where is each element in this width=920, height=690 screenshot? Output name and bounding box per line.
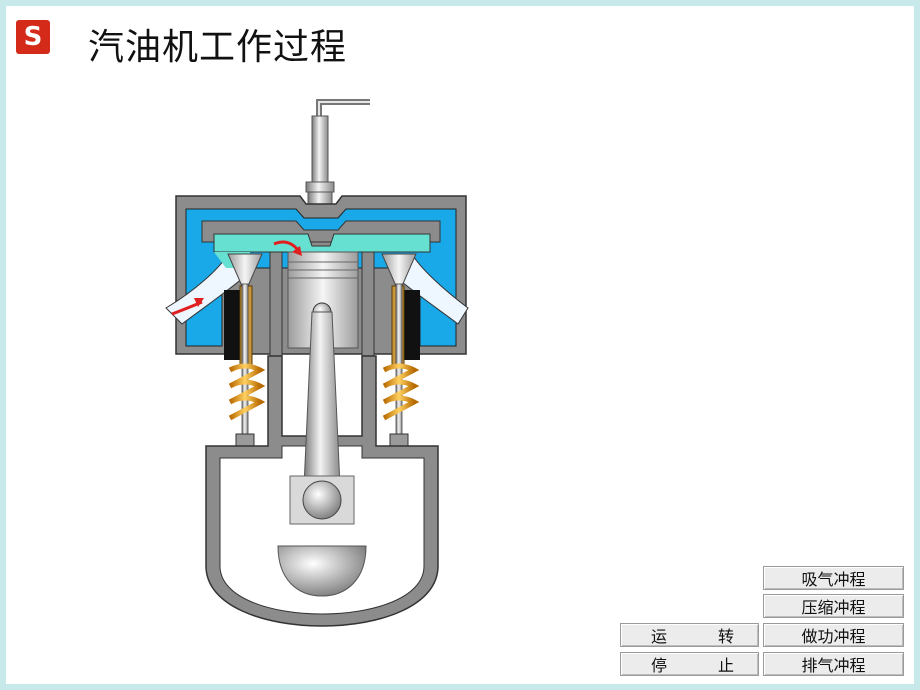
run-button[interactable]: 运 转 (620, 623, 759, 647)
compression-stroke-button[interactable]: 压缩冲程 (763, 594, 904, 618)
intake-valve-guide (224, 290, 240, 360)
intake-stroke-button[interactable]: 吸气冲程 (763, 566, 904, 590)
combustion-chamber (213, 233, 431, 253)
intake-spring (228, 363, 266, 421)
power-stroke-button[interactable]: 做功冲程 (763, 623, 904, 647)
exhaust-valve-guide (404, 290, 420, 360)
page-title: 汽油机工作过程 (88, 27, 348, 68)
run-button-label-2: 转 (717, 627, 734, 646)
crankshaft (277, 545, 367, 597)
crankcase (219, 445, 425, 615)
stage: S 汽油机工作过程 (6, 6, 914, 684)
run-button-label-1: 运 (651, 627, 668, 646)
stop-button[interactable]: 停 止 (620, 652, 759, 676)
logo-icon: S (16, 20, 50, 54)
stop-button-label-2: 止 (717, 656, 734, 675)
exhaust-spring (382, 363, 420, 421)
exhaust-stroke-button[interactable]: 排气冲程 (763, 652, 904, 676)
engine-diagram (165, 99, 469, 627)
stop-button-label-1: 停 (651, 656, 668, 675)
